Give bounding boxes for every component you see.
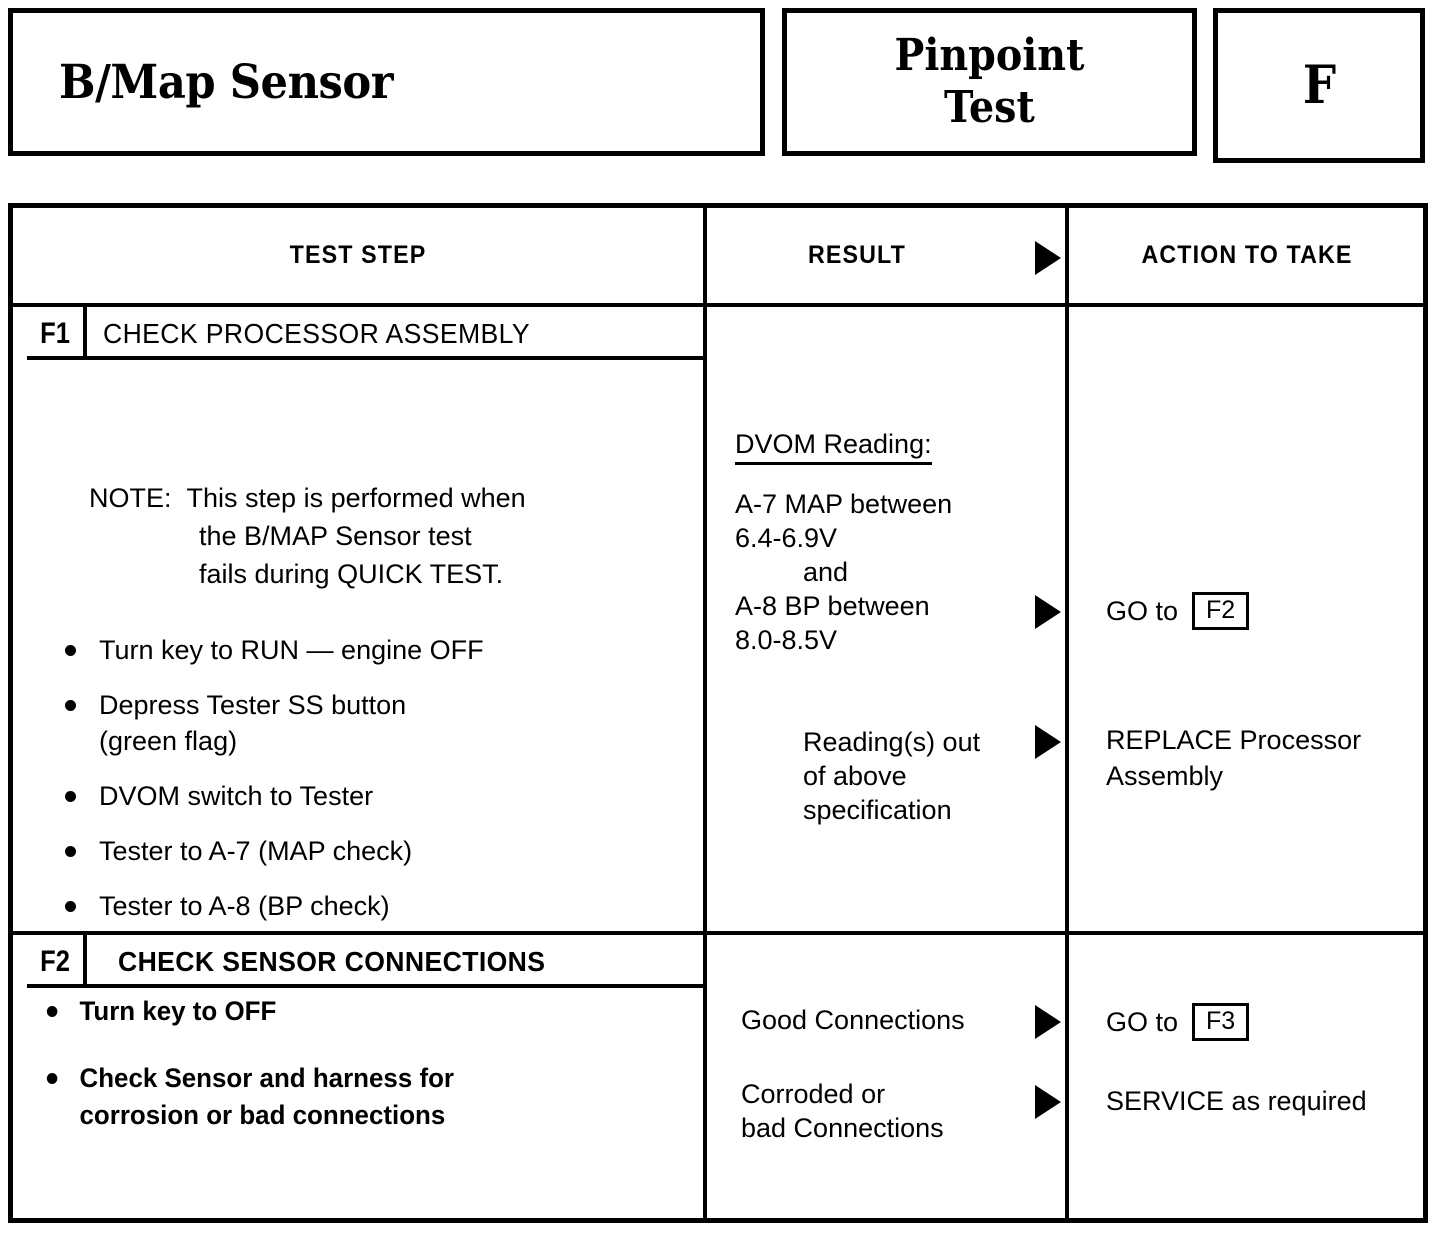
list-item: Tester to A-7 (MAP check) bbox=[61, 833, 691, 869]
step-title-f2: CHECK SENSOR CONNECTIONS bbox=[118, 945, 546, 977]
bullet-text: Turn key to RUN — engine OFF bbox=[99, 635, 484, 665]
result-line-3: specification bbox=[803, 795, 952, 825]
list-item: Check Sensor and harness for bbox=[43, 1060, 648, 1097]
action-line-2: Assembly bbox=[1106, 761, 1224, 791]
bullet-dot-icon bbox=[46, 1073, 58, 1084]
right-triangle-icon bbox=[1035, 1085, 1061, 1119]
result-line-1: Corroded or bbox=[741, 1079, 886, 1109]
step-bullet-list-f2: Turn key to OFF Check Sensor and harness… bbox=[43, 993, 673, 1164]
action-prefix: GO to bbox=[1106, 596, 1179, 626]
right-triangle-icon bbox=[1035, 725, 1061, 759]
note-line-1: NOTE: This step is performed when bbox=[89, 479, 526, 517]
action-line-1: REPLACE Processor bbox=[1106, 725, 1362, 755]
step-code-divider bbox=[83, 935, 87, 988]
column-header-action-to-take: ACTION TO TAKE bbox=[1141, 241, 1353, 269]
step-header-f1: F1 CHECK PROCESSOR ASSEMBLY bbox=[13, 307, 703, 360]
step-title-f1: CHECK PROCESSOR ASSEMBLY bbox=[103, 317, 530, 349]
list-item: Turn key to RUN — engine OFF bbox=[61, 632, 691, 668]
action-prefix: GO to bbox=[1106, 1007, 1179, 1037]
step-code-divider bbox=[83, 307, 87, 360]
note-text-1: This step is performed when bbox=[186, 483, 526, 513]
section-letter: F bbox=[1302, 55, 1336, 116]
column-header-result: RESULT bbox=[808, 241, 906, 269]
page-title: B/Map Sensor bbox=[59, 54, 394, 110]
bullet-text: corrosion or bad connections bbox=[79, 1100, 446, 1130]
action-block-f2-2: SERVICE as required bbox=[1106, 1083, 1367, 1119]
bullet-dot-icon bbox=[65, 846, 76, 857]
pinpoint-test-table: TEST STEP RESULT ACTION TO TAKE F1 CHECK… bbox=[8, 203, 1428, 1223]
doc-type-line-2: Test bbox=[944, 82, 1035, 133]
result-block-f1-1: DVOM Reading: A-7 MAP between 6.4-6.9V a… bbox=[735, 427, 952, 657]
result-line-1: A-7 MAP between bbox=[735, 489, 953, 519]
result-line-4: A-8 BP between bbox=[735, 591, 930, 621]
list-item: Turn key to OFF bbox=[43, 993, 648, 1030]
step-title-underline bbox=[27, 356, 703, 360]
note-text-3: fails during QUICK TEST. bbox=[199, 559, 504, 589]
step-title-underline bbox=[27, 984, 703, 988]
result-line-2: 6.4-6.9V bbox=[735, 523, 838, 553]
result-block-f1-2: Reading(s) out of above specification bbox=[803, 725, 980, 827]
step-bullet-list-f1: Turn key to RUN — engine OFF Depress Tes… bbox=[61, 632, 691, 943]
test-step-section-f1: F1 CHECK PROCESSOR ASSEMBLY NOTE: This s… bbox=[13, 307, 1423, 931]
result-line-1: Good Connections bbox=[741, 1005, 965, 1035]
result-heading: DVOM Reading: bbox=[735, 427, 932, 465]
result-line-3: and bbox=[803, 557, 849, 587]
result-block-f2-2: Corroded or bad Connections bbox=[741, 1077, 944, 1145]
column-divider-test-result bbox=[703, 208, 707, 1218]
result-line-2: bad Connections bbox=[741, 1113, 944, 1143]
list-item-continuation: corrosion or bad connections bbox=[43, 1097, 648, 1134]
step-reference-f3[interactable]: F3 bbox=[1192, 1003, 1250, 1041]
step-code-f2: F2 bbox=[40, 944, 70, 978]
bullet-dot-icon bbox=[65, 791, 76, 802]
step-code-f1: F1 bbox=[40, 316, 70, 350]
header-doc-type-box: Pinpoint Test bbox=[782, 8, 1197, 156]
bullet-text: Turn key to OFF bbox=[79, 996, 277, 1026]
bullet-text: Tester to A-8 (BP check) bbox=[99, 891, 390, 921]
step-header-f2: F2 CHECK SENSOR CONNECTIONS bbox=[13, 935, 703, 988]
header-row-divider bbox=[13, 303, 1423, 307]
spacer bbox=[735, 465, 952, 487]
action-block-f2-1: GO to F3 bbox=[1106, 1003, 1250, 1041]
bullet-text: Check Sensor and harness for bbox=[79, 1063, 455, 1093]
note-text-2: the B/MAP Sensor test bbox=[199, 521, 472, 551]
test-step-section-f2: F2 CHECK SENSOR CONNECTIONS Turn key to … bbox=[13, 935, 1423, 1218]
bullet-text: Tester to A-7 (MAP check) bbox=[99, 836, 413, 866]
result-block-f2-1: Good Connections bbox=[741, 1003, 965, 1037]
column-header-test-step: TEST STEP bbox=[289, 241, 427, 269]
bullet-text: Depress Tester SS button bbox=[99, 690, 407, 720]
step-reference-f2[interactable]: F2 bbox=[1192, 592, 1250, 630]
right-triangle-icon bbox=[1035, 595, 1061, 629]
right-triangle-icon bbox=[1035, 1005, 1061, 1039]
action-block-f1-2: REPLACE Processor Assembly bbox=[1106, 722, 1361, 794]
bullet-text: DVOM switch to Tester bbox=[99, 781, 374, 811]
header-title-box: B/Map Sensor bbox=[8, 8, 765, 156]
result-line-1: Reading(s) out bbox=[803, 727, 981, 757]
list-item-continuation: (green flag) bbox=[61, 723, 691, 759]
list-item: DVOM switch to Tester bbox=[61, 778, 691, 814]
bullet-dot-icon bbox=[65, 901, 76, 912]
column-divider-result-action bbox=[1065, 208, 1069, 1218]
note-label: NOTE: bbox=[89, 483, 172, 513]
result-line-5: 8.0-8.5V bbox=[735, 625, 838, 655]
doc-type-line-1: Pinpoint bbox=[894, 30, 1085, 82]
action-block-f1-1: GO to F2 bbox=[1106, 592, 1250, 630]
list-item: Tester to A-8 (BP check) bbox=[61, 888, 691, 924]
result-line-2: of above bbox=[803, 761, 907, 791]
step-note-f1: NOTE: This step is performed when the B/… bbox=[89, 479, 526, 593]
action-text: SERVICE as required bbox=[1106, 1086, 1367, 1116]
header-section-letter-box: F bbox=[1213, 8, 1425, 163]
page-header: B/Map Sensor Pinpoint Test F bbox=[0, 0, 1456, 175]
bullet-dot-icon bbox=[65, 645, 76, 656]
step-section-divider bbox=[13, 931, 1423, 935]
bullet-text: (green flag) bbox=[99, 726, 238, 756]
right-triangle-icon bbox=[1035, 241, 1061, 275]
list-item: Depress Tester SS button bbox=[61, 687, 691, 723]
bullet-dot-icon bbox=[46, 1006, 58, 1017]
bullet-dot-icon bbox=[65, 700, 76, 711]
